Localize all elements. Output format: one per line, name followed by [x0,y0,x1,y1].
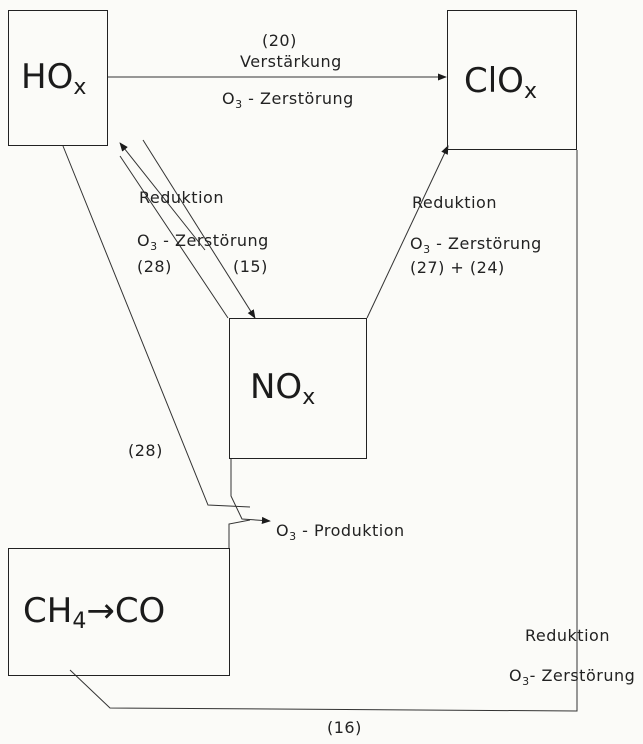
nox-box: NOx [229,318,367,459]
edge-nox-clox-numbers: (27) + (24) [410,258,505,277]
edge-hox-production-number: (28) [128,441,163,460]
nox-label-main: NO [250,367,303,407]
nox-label-sub: x [302,385,316,410]
edge-nox-clox-effect-rest: - Zerstörung [430,234,542,253]
clox-label-sub: x [523,79,537,104]
edge-hox-clox-effect-rest: - Zerstörung [242,89,354,108]
clox-box: ClOx [447,10,577,150]
edge-clox-ch4-effect-prefix: O [509,666,523,685]
line-clox-to-ch4 [69,150,578,712]
edge-nox-hox-effect: O3 - Zerstörung [137,231,269,253]
edge-nox-hox-effect-sub: 3 [150,240,158,253]
ch4-arrow-icon: → [86,591,115,631]
nox-label: NOx [250,367,316,410]
co-text: CO [114,591,166,631]
line-ch4-to-production [228,519,251,548]
edge-nox-hox-effect-prefix: O [137,231,151,250]
production-label: O3 - Produktion [276,521,405,543]
edge-hox-clox-effect: O3 - Zerstörung [222,89,354,111]
hox-label: HOx [21,57,87,100]
hox-label-sub: x [73,75,87,100]
edge-nox-hox-number-b: (15) [233,257,268,276]
edge-hox-clox-effect-prefix: O [222,89,236,108]
edge-nox-hox-text: Reduktion [139,188,224,207]
hox-box: HOx [8,10,108,146]
edge-nox-clox-effect: O3 - Zerstörung [410,234,542,256]
edge-nox-clox-effect-sub: 3 [423,243,431,256]
edge-clox-ch4-effect-sub: 3 [522,675,530,688]
production-sub: 3 [289,530,297,543]
arrow-nox-to-clox [366,145,449,319]
edge-nox-hox-number-a: (28) [137,257,172,276]
hox-label-main: HO [21,57,74,97]
ch4-sub: 4 [72,609,87,634]
edge-clox-ch4-number: (16) [327,718,362,737]
edge-nox-clox-effect-prefix: O [410,234,424,253]
edge-clox-ch4-effect: O3- Zerstörung [509,666,636,688]
ch4-co-label: CH4→CO [23,591,166,634]
ch4-co-box: CH4→CO [8,548,230,676]
edge-clox-ch4-text: Reduktion [525,626,610,645]
arrow-nox-to-production [230,459,271,525]
clox-label-main: ClO [464,61,524,101]
edge-nox-hox-effect-rest: - Zerstörung [157,231,269,250]
edge-clox-ch4-effect-rest: - Zerstörung [529,666,636,685]
edge-hox-clox-text: Verstärkung [240,52,342,71]
production-prefix: O [276,521,290,540]
production-rest: - Produktion [296,521,405,540]
arrow-nox-to-hox [119,142,206,251]
edge-hox-clox-number: (20) [262,31,297,50]
clox-label: ClOx [464,61,537,104]
edge-nox-clox-text: Reduktion [412,193,497,212]
line-hox-nox-a [119,155,229,319]
edge-hox-clox-effect-sub: 3 [235,98,243,111]
ch4-text: CH [23,591,73,631]
arrow-hox-to-nox [142,139,256,319]
